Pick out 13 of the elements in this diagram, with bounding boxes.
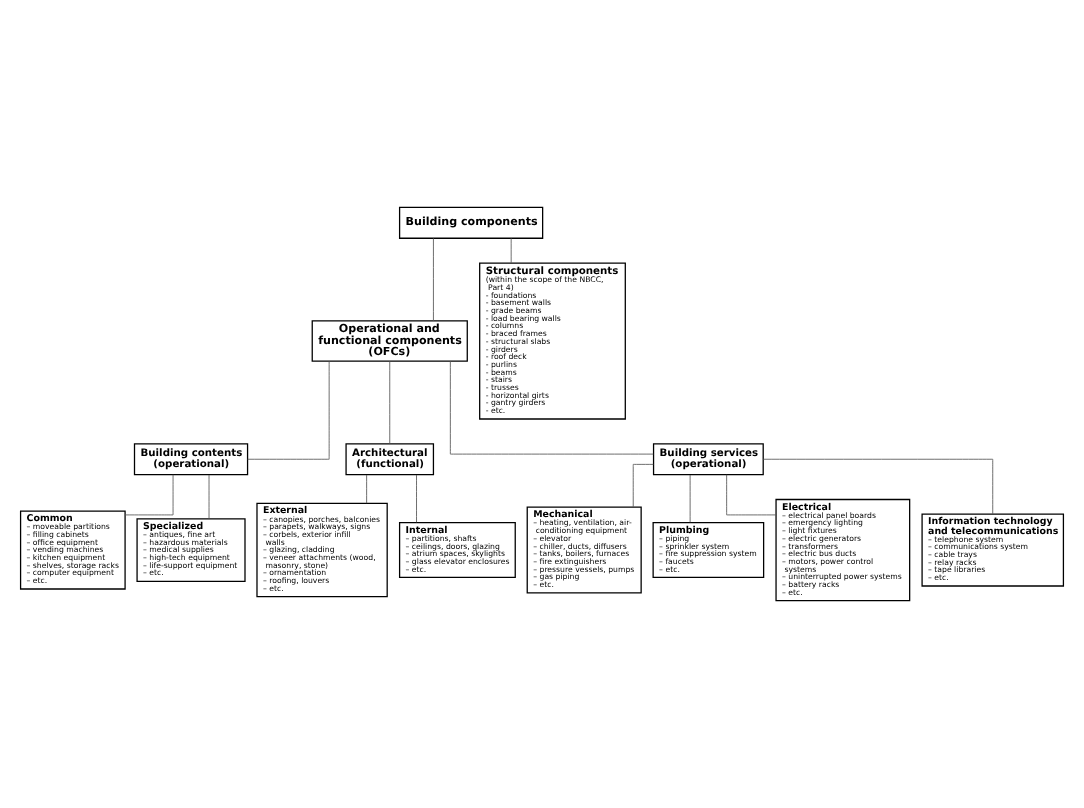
connector bbox=[726, 474, 777, 516]
connector bbox=[247, 360, 330, 460]
connector bbox=[433, 237, 434, 322]
connector bbox=[389, 360, 391, 445]
connector bbox=[124, 474, 174, 516]
connector bbox=[416, 474, 417, 523]
connector bbox=[510, 237, 512, 264]
connector bbox=[762, 458, 994, 515]
connector bbox=[449, 360, 654, 455]
connector bbox=[366, 474, 368, 504]
connector bbox=[632, 463, 654, 508]
connector bbox=[689, 474, 691, 523]
connector bbox=[208, 474, 210, 520]
